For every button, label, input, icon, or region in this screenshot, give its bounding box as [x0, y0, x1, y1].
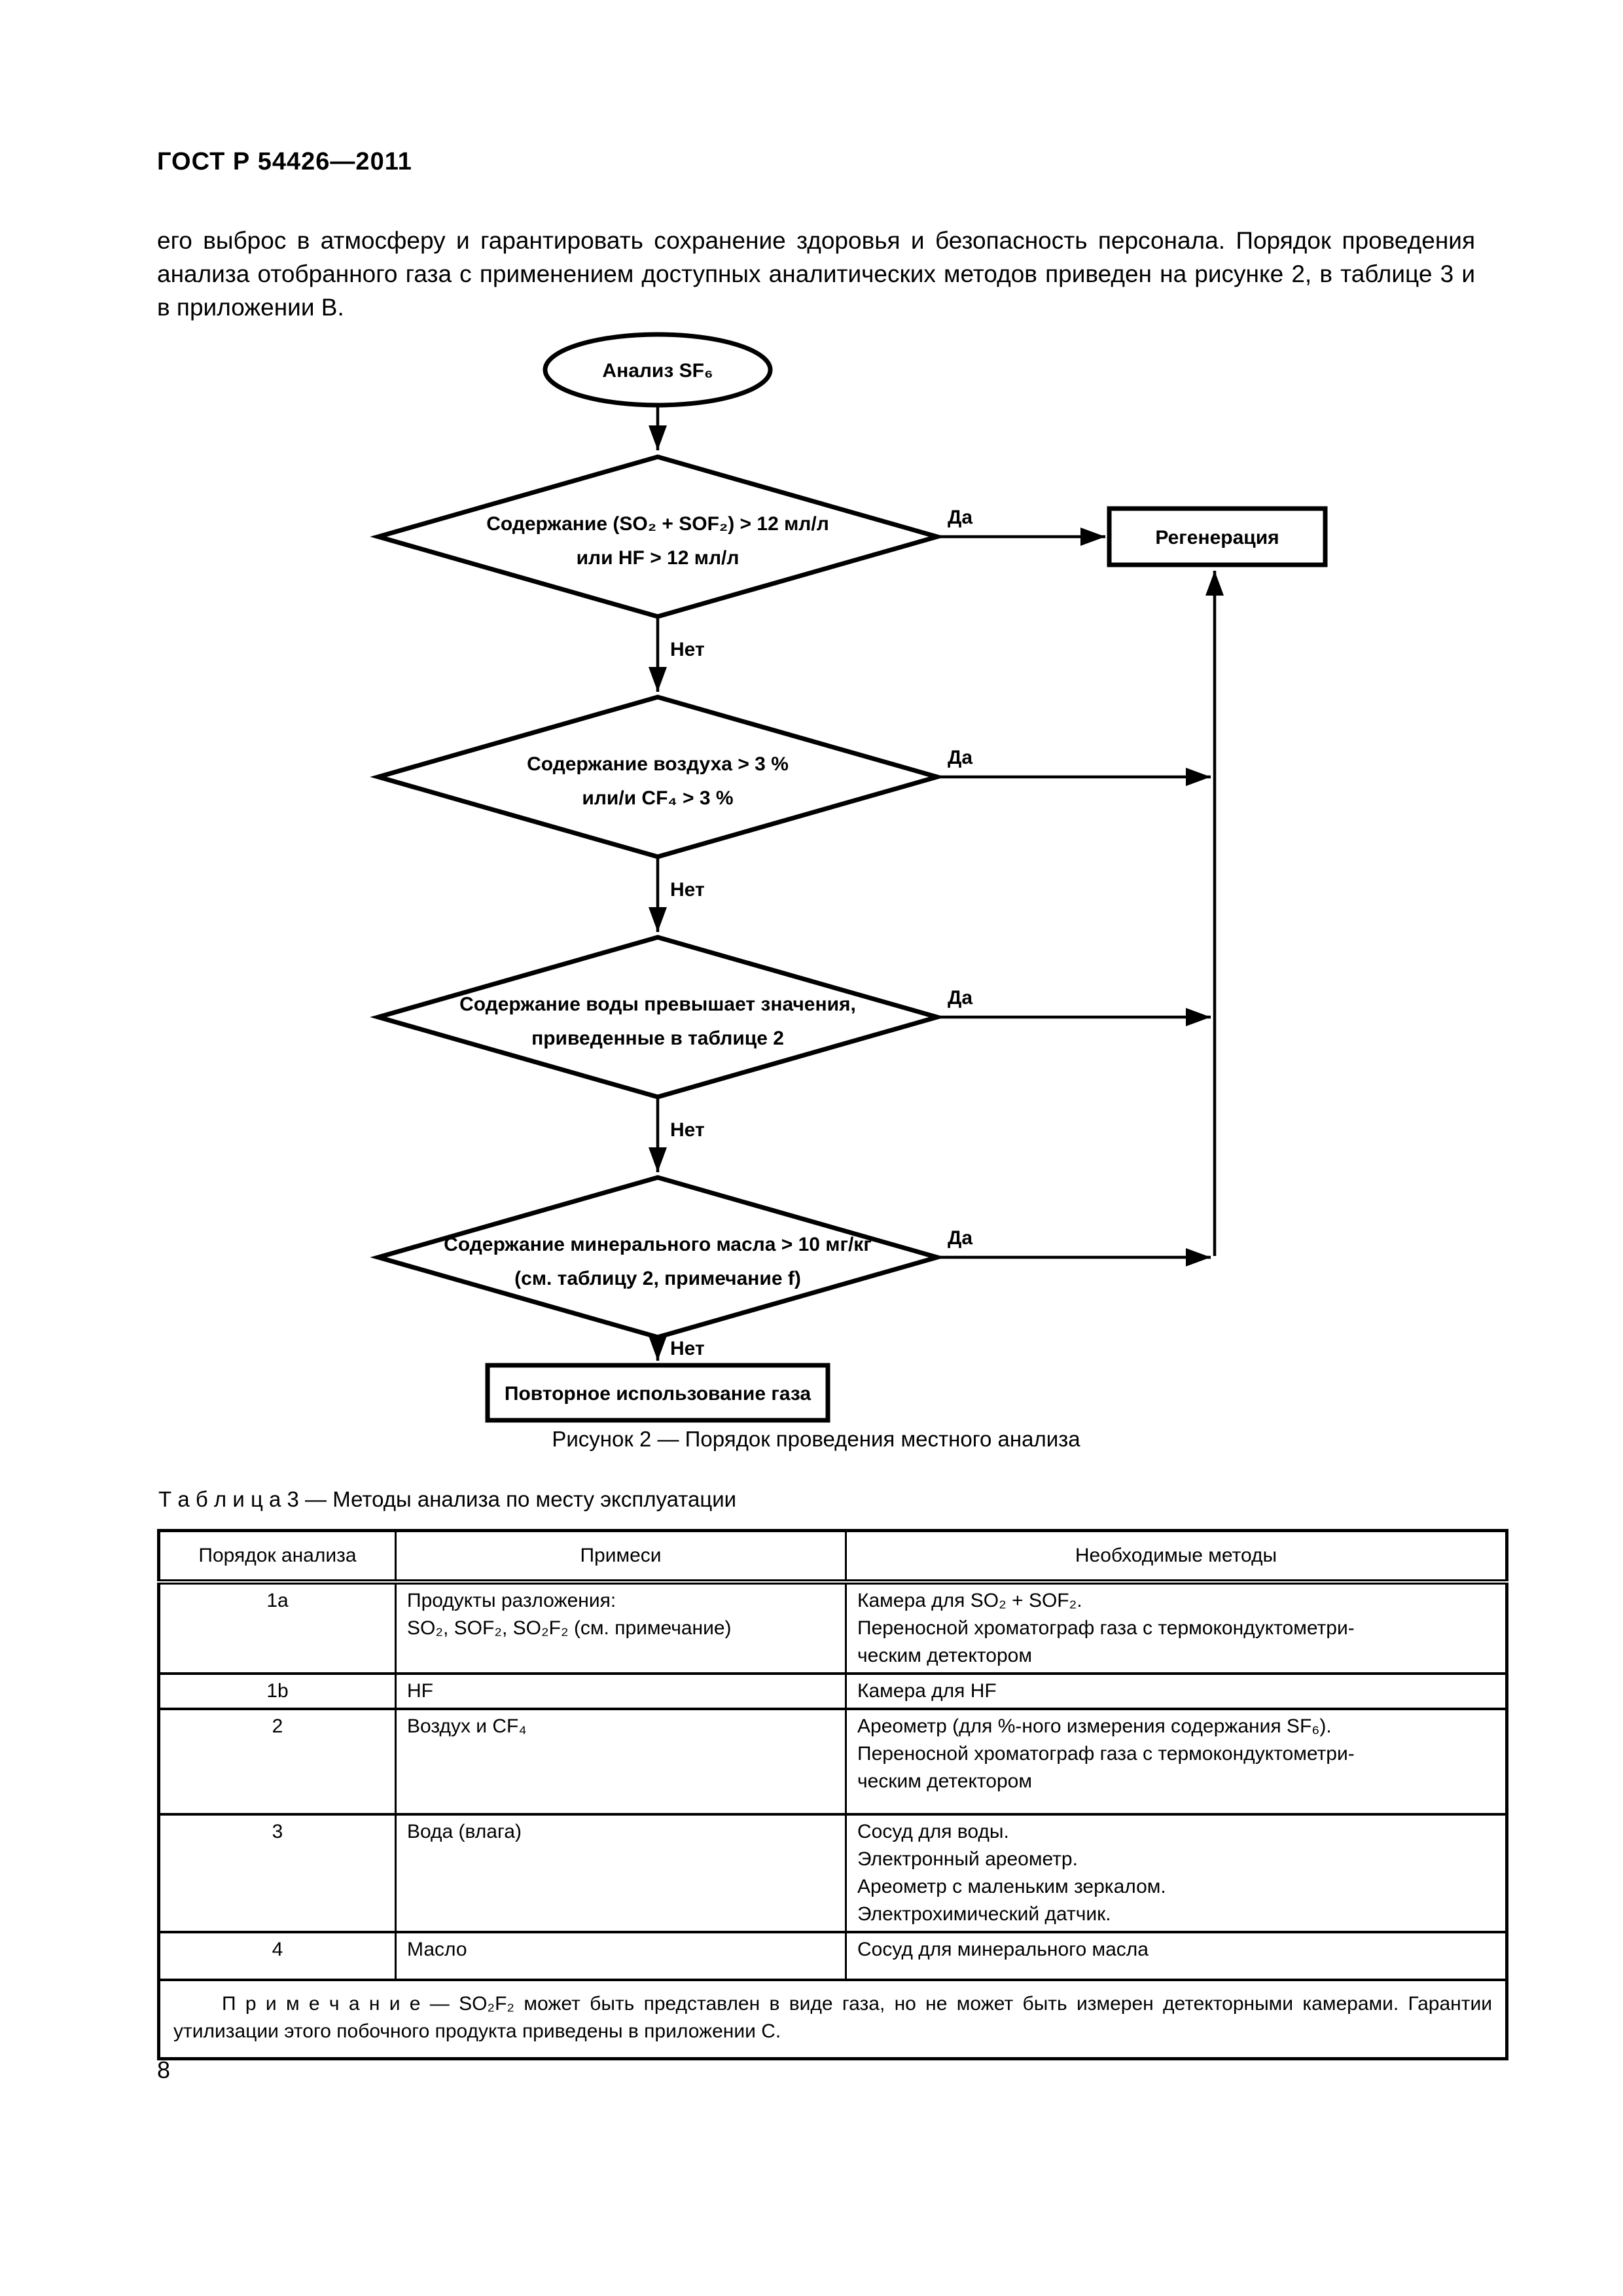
regeneration-box — [1107, 506, 1328, 567]
decision-4-line1: Содержание минерального масла > 10 мг/кг — [444, 1234, 872, 1255]
yes-label-4: Да — [948, 1227, 972, 1249]
yes-label-1: Да — [948, 507, 972, 528]
page-number: 8 — [157, 2056, 171, 2083]
cell-order-2: 2 — [158, 1708, 397, 1816]
yes-label-3: Да — [948, 987, 972, 1009]
cell-impurity-4: Масло — [395, 1931, 847, 1981]
reuse-label: Повторное использование газа — [505, 1383, 812, 1405]
decision-diamond-1 — [370, 454, 946, 619]
column-header-order: Порядок анализа — [158, 1530, 397, 1585]
no-label-1: Нет — [670, 639, 705, 660]
cell-methods-4: Сосуд для минерального масла — [845, 1931, 1508, 1981]
no-label-2: Нет — [670, 879, 705, 901]
start-label: Анализ SF₆ — [602, 360, 713, 382]
cell-impurity-2: Воздух и CF₄ — [395, 1708, 847, 1816]
cell-impurity-3: Вода (влага) — [395, 1813, 847, 1933]
table-header-row: Порядок анализа Примеси Необходимые мето… — [158, 1530, 1508, 1585]
decision-2-line2: или/и CF₄ > 3 % — [582, 787, 733, 809]
column-header-impurity: Примеси — [395, 1530, 847, 1585]
table-row-2: 2 Воздух и CF₄ Ареометр (для %-ного изме… — [158, 1708, 1508, 1816]
table-row-3: 3 Вода (влага) Сосуд для воды. Электронн… — [158, 1813, 1508, 1933]
cell-methods-2: Ареометр (для %-ного измерения содержани… — [845, 1708, 1508, 1816]
cell-methods-3: Сосуд для воды. Электронный ареометр. Ар… — [845, 1813, 1508, 1933]
cell-methods-1a: Камера для SO₂ + SOF₂. Переносной хромат… — [845, 1581, 1508, 1675]
cell-order-1b: 1b — [158, 1672, 397, 1710]
reuse-box — [485, 1363, 830, 1423]
decision-1-line2: или HF > 12 мл/л — [577, 547, 740, 569]
column-header-methods: Необходимые методы — [845, 1530, 1508, 1585]
cell-methods-1b: Камера для HF — [845, 1672, 1508, 1710]
decision-diamond-2 — [370, 694, 946, 859]
cell-impurity-1b: HF — [395, 1672, 847, 1710]
table-row-4: 4 Масло Сосуд для минерального масла — [158, 1931, 1508, 1981]
decision-4-line2: (см. таблицу 2, примечание f) — [514, 1268, 801, 1289]
table-note: П р и м е ч а н и е — SO₂F₂ может быть п… — [158, 1979, 1508, 2060]
flowchart-figure: Анализ SF₆ Содержание (SO₂ + SOF₂) > 12 … — [370, 332, 1328, 1423]
regeneration-label: Регенерация — [1155, 527, 1279, 548]
cell-impurity-1a: Продукты разложения: SO₂, SOF₂, SO₂F₂ (с… — [395, 1581, 847, 1675]
cell-order-1a: 1a — [158, 1581, 397, 1675]
figure-caption: Рисунок 2 — Порядок проведения местного … — [552, 1427, 1080, 1451]
analysis-methods-table: Порядок анализа Примеси Необходимые мето… — [157, 1529, 1508, 2060]
intro-paragraph: его выброс в атмосферу и гарантировать с… — [157, 227, 1475, 321]
cell-order-4: 4 — [158, 1931, 397, 1981]
table-row-1a: 1a Продукты разложения: SO₂, SOF₂, SO₂F₂… — [158, 1581, 1508, 1675]
cell-order-3: 3 — [158, 1813, 397, 1933]
no-label-3: Нет — [670, 1119, 705, 1141]
table-note-row: П р и м е ч а н и е — SO₂F₂ может быть п… — [158, 1979, 1508, 2060]
standard-number-header: ГОСТ Р 54426—2011 — [157, 148, 412, 175]
decision-1-line1: Содержание (SO₂ + SOF₂) > 12 мл/л — [486, 513, 829, 535]
decision-2-line1: Содержание воздуха > 3 % — [527, 753, 789, 775]
yes-label-2: Да — [948, 747, 972, 768]
decision-diamond-3 — [370, 935, 946, 1100]
table-title: Т а б л и ц а 3 — Методы анализа по мест… — [158, 1487, 737, 1511]
no-label-4: Нет — [670, 1338, 705, 1359]
decision-diamond-4 — [370, 1175, 946, 1340]
table-row-1b: 1b HF Камера для HF — [158, 1672, 1508, 1710]
decision-3-line2: приведенные в таблице 2 — [531, 1028, 784, 1049]
decision-3-line1: Содержание воды превышает значения, — [459, 994, 856, 1015]
